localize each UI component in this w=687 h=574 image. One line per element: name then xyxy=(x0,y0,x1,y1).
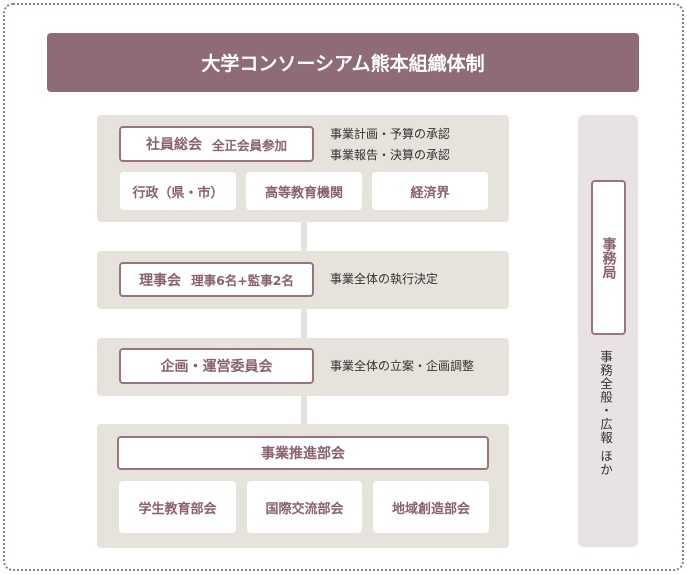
note-line: 事業報告・決算の承認 xyxy=(330,148,451,162)
general-meeting-box: 社員総会全正会員参加 xyxy=(119,126,314,162)
board-note: 事業全体の執行決定 xyxy=(330,272,439,286)
connector-line xyxy=(301,309,307,338)
committee-student-education: 学生教育部会 xyxy=(119,481,236,533)
secretariat-box: 事務局 xyxy=(591,180,626,335)
planning-note: 事業全体の立案・企画調整 xyxy=(330,359,475,373)
general-meeting-sub: 全正会員参加 xyxy=(211,137,287,153)
outer-frame xyxy=(3,3,684,571)
diagram-title: 大学コンソーシアム熊本組織体制 xyxy=(47,33,639,92)
connector-line xyxy=(301,222,307,251)
board-sub: 理事6名+監事2名 xyxy=(191,273,294,288)
promotion-box: 事業推進部会 xyxy=(117,436,489,470)
member-government: 行政（県・市） xyxy=(120,172,236,210)
board-label: 理事会 xyxy=(139,272,182,289)
connector-line xyxy=(301,396,307,424)
secretariat-note: 事務全般・広報 ほか xyxy=(598,350,613,477)
member-higher-education: 高等教育機関 xyxy=(246,172,362,210)
note-line: 事業計画・予算の承認 xyxy=(330,127,451,141)
board-box: 理事会理事6名+監事2名 xyxy=(119,262,314,297)
committee-regional-creation: 地域創造部会 xyxy=(373,481,489,533)
member-economy: 経済界 xyxy=(372,172,488,210)
planning-box: 企画・運営委員会 xyxy=(119,348,314,384)
general-meeting-notes: 事業計画・予算の承認事業報告・決算の承認 xyxy=(330,124,450,166)
general-meeting-label: 社員総会 xyxy=(145,137,202,153)
committee-international-exchange: 国際交流部会 xyxy=(247,481,362,533)
